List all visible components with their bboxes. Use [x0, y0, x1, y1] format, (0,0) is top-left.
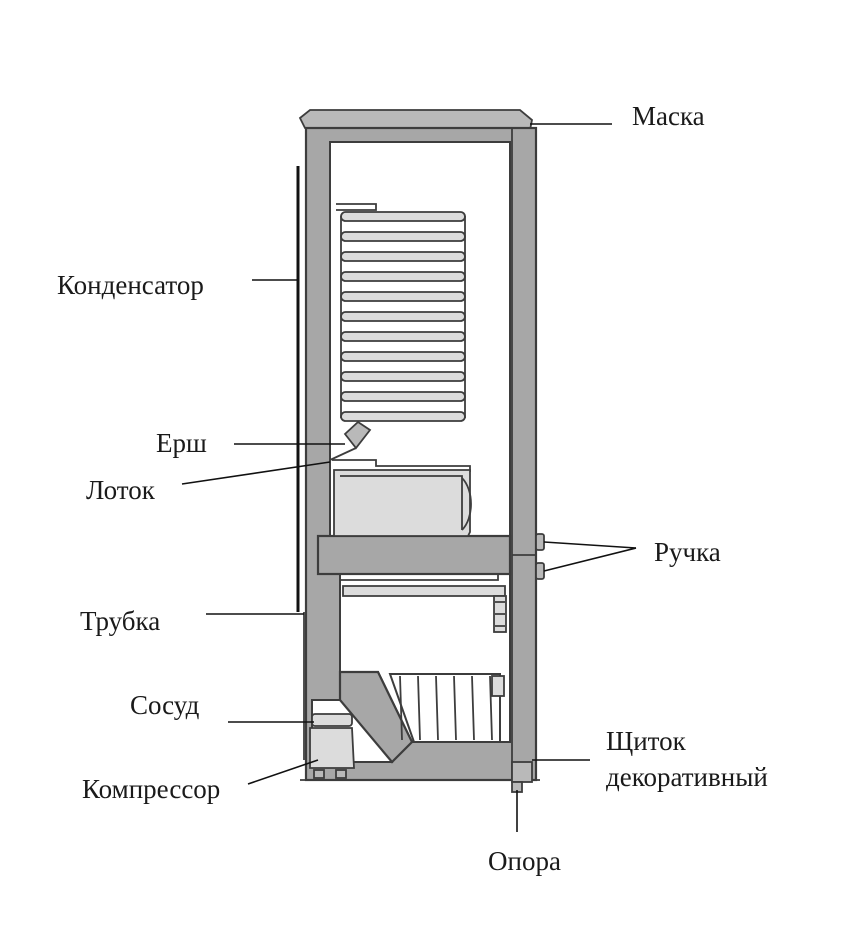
- label-kondensator: Конденсатор: [57, 270, 204, 300]
- evaporator-coils: [336, 203, 466, 422]
- door-handles: [535, 533, 545, 580]
- drain-funnel: [329, 420, 372, 461]
- condenser-line: [296, 166, 305, 760]
- label-lotok: Лоток: [86, 475, 156, 505]
- label-ruchka: Ручка: [654, 537, 721, 567]
- leader-lotok: [181, 461, 331, 485]
- freezer-interior: [340, 574, 507, 743]
- leader-ruchka-1: [543, 541, 637, 549]
- label-kompressor: Компрессор: [82, 774, 220, 804]
- label-maska: Маска: [632, 101, 705, 131]
- labels: Маска Конденсатор Ерш Лоток Ручка Трубка…: [57, 101, 768, 876]
- label-trubka: Трубка: [80, 606, 160, 636]
- compressor: [309, 713, 355, 779]
- door-seam: [511, 128, 537, 780]
- leader-lines: [181, 123, 637, 832]
- label-shchitok-line1: Щиток: [606, 726, 687, 756]
- leader-ruchka-2: [543, 547, 637, 572]
- label-shchitok-line2: декоративный: [606, 762, 768, 792]
- fridge-shelf: [332, 459, 472, 537]
- label-opora: Опора: [488, 846, 561, 876]
- label-ersh: Ерш: [156, 428, 207, 458]
- label-sosud: Сосуд: [130, 690, 200, 720]
- leader-kompressor: [247, 759, 319, 785]
